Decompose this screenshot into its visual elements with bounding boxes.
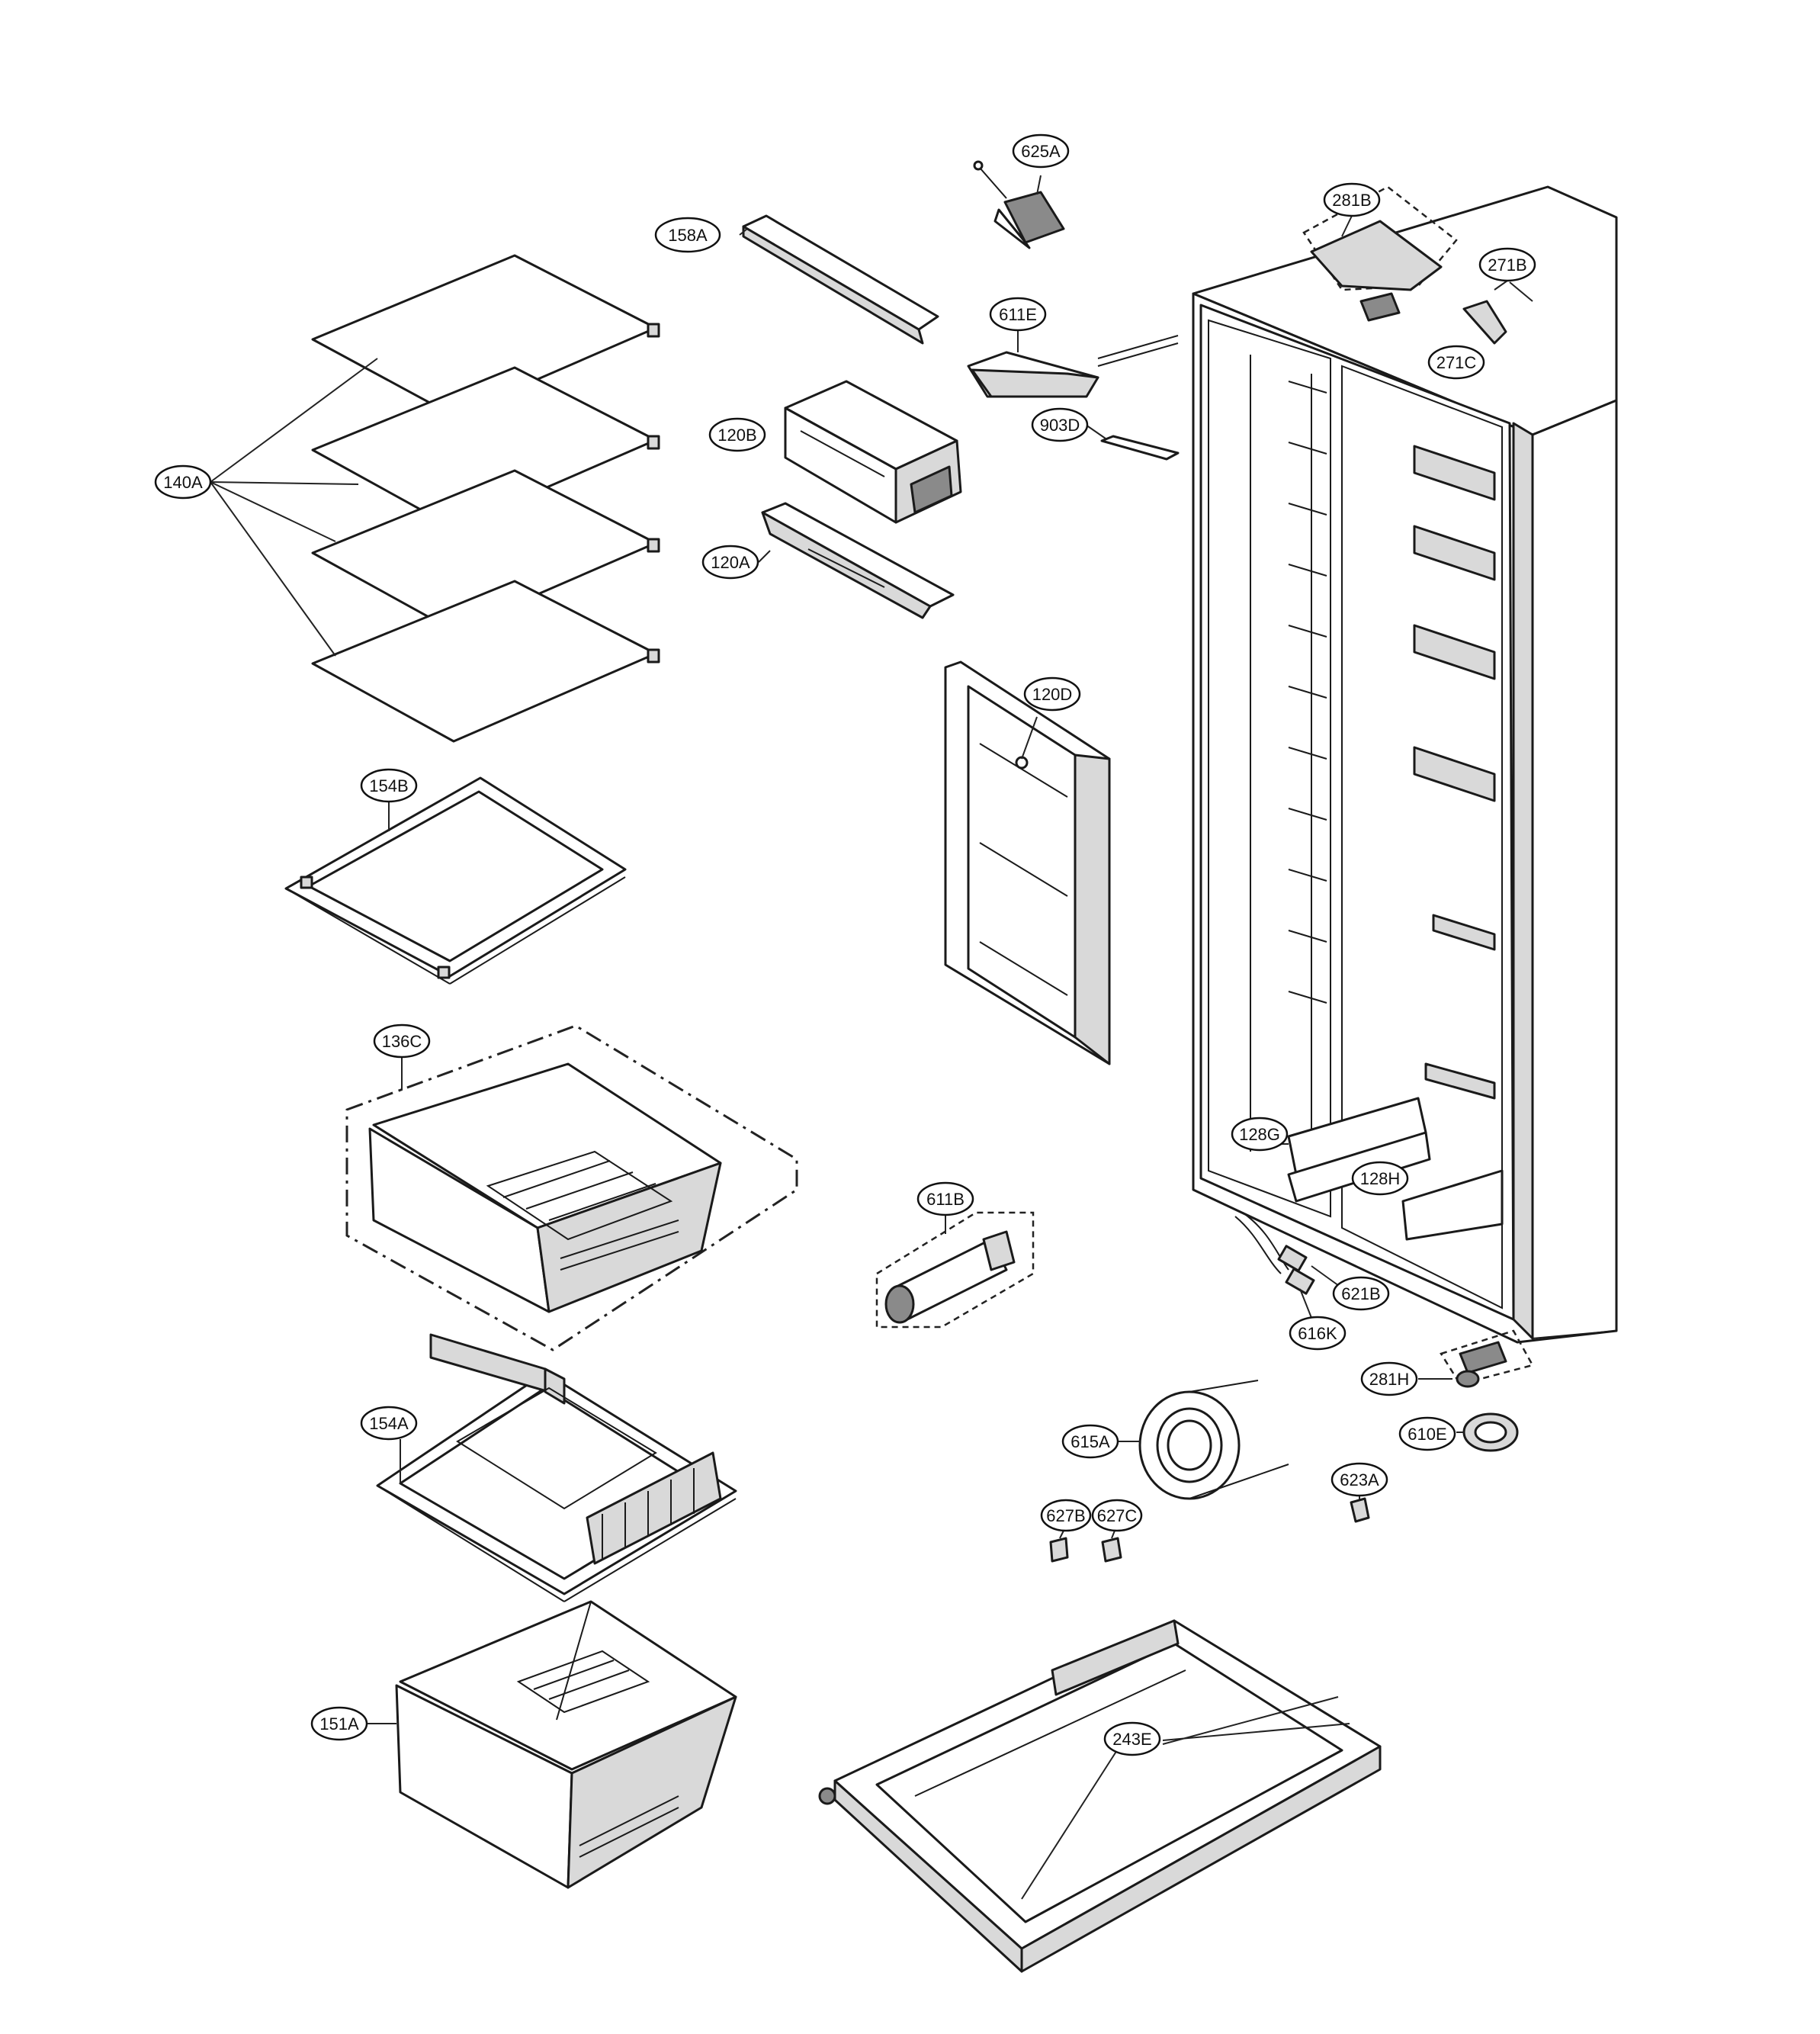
callout-128G[interactable]: 128G (1231, 1117, 1289, 1152)
svg-text:158A: 158A (668, 226, 708, 245)
callout-271B[interactable]: 271B (1478, 247, 1536, 282)
svg-text:903D: 903D (1040, 416, 1080, 435)
glass-shelves-140A (210, 254, 660, 743)
svg-text:616K: 616K (1298, 1324, 1337, 1343)
svg-text:151A: 151A (319, 1714, 359, 1734)
callout-627B[interactable]: 627B (1040, 1499, 1092, 1532)
water-filter-611B (875, 1211, 1035, 1329)
callout-621B[interactable]: 621B (1332, 1276, 1390, 1311)
plate-903D (1085, 424, 1180, 461)
svg-text:625A: 625A (1021, 142, 1061, 161)
svg-text:627C: 627C (1097, 1506, 1138, 1525)
glass-shelf-2 (311, 366, 660, 529)
callout-611B[interactable]: 611B (916, 1181, 974, 1216)
svg-text:154B: 154B (369, 776, 408, 795)
callout-243E[interactable]: 243E (1103, 1721, 1161, 1756)
svg-text:627B: 627B (1046, 1506, 1085, 1525)
callout-154A[interactable]: 154A (360, 1406, 418, 1441)
water-hoses (1234, 1212, 1315, 1295)
door-panel-120D (944, 660, 1111, 1065)
svg-text:120A: 120A (711, 553, 750, 572)
callout-120D[interactable]: 120D (1023, 676, 1081, 712)
callout-271C[interactable]: 271C (1427, 345, 1485, 380)
freezer-rails (1288, 381, 1327, 1004)
svg-text:128H: 128H (1360, 1169, 1401, 1188)
svg-text:243E: 243E (1112, 1730, 1151, 1749)
drawer-cover-154A (376, 1333, 737, 1602)
door-bins (1413, 445, 1496, 1100)
bracket-120A (758, 502, 955, 619)
svg-text:615A: 615A (1070, 1432, 1110, 1451)
valve-611E (967, 329, 1179, 398)
glass-shelf-1 (311, 254, 660, 417)
callout-281B[interactable]: 281B (1323, 182, 1381, 217)
clip-627B (1049, 1530, 1069, 1563)
svg-text:611E: 611E (999, 305, 1037, 324)
refrigerator-cabinet (1192, 185, 1618, 1344)
svg-text:120B: 120B (717, 426, 756, 445)
clip-627C (1101, 1530, 1122, 1563)
callout-154B[interactable]: 154B (360, 768, 418, 803)
callout-140A[interactable]: 140A (154, 464, 212, 500)
callout-136C[interactable]: 136C (373, 1023, 431, 1059)
svg-text:281B: 281B (1332, 191, 1371, 210)
clip-623A (1350, 1495, 1370, 1523)
tubing-coil-615A (1119, 1380, 1289, 1500)
callout-281H[interactable]: 281H (1360, 1361, 1418, 1396)
callout-616K[interactable]: 616K (1289, 1316, 1347, 1351)
ice-maker-120B (784, 380, 962, 524)
callout-158A[interactable]: 158A (654, 217, 721, 253)
callout-labels: 625A 158A 281B 271B 611E 271C 903D 120B … (154, 133, 1536, 1756)
callout-625A[interactable]: 625A (1012, 133, 1070, 169)
rail-158A (739, 214, 939, 345)
tray-243E (818, 1619, 1382, 1973)
callout-627C[interactable]: 627C (1091, 1499, 1143, 1532)
callout-610E[interactable]: 610E (1398, 1416, 1456, 1451)
svg-text:281H: 281H (1369, 1370, 1410, 1389)
callout-615A[interactable]: 615A (1061, 1424, 1119, 1459)
svg-text:611B: 611B (926, 1190, 965, 1209)
svg-text:128G: 128G (1239, 1125, 1280, 1144)
callout-120B[interactable]: 120B (708, 417, 766, 452)
bracket-281H (1418, 1329, 1534, 1388)
glass-shelf-3 (311, 469, 660, 632)
callout-903D[interactable]: 903D (1031, 407, 1089, 442)
callout-151A[interactable]: 151A (310, 1706, 368, 1741)
cover-625A (973, 160, 1065, 249)
callout-611E[interactable]: 611E (989, 297, 1047, 332)
callout-120A[interactable]: 120A (701, 545, 759, 580)
glass-shelf-4 (311, 580, 660, 743)
svg-text:271C: 271C (1436, 353, 1477, 372)
svg-text:610E: 610E (1408, 1425, 1446, 1444)
svg-text:271B: 271B (1488, 255, 1526, 275)
callout-128H[interactable]: 128H (1351, 1161, 1409, 1196)
grommet-610E (1456, 1412, 1519, 1452)
svg-text:154A: 154A (369, 1414, 409, 1433)
crisper-drawer-136C (345, 1024, 798, 1351)
bottom-drawer-151A (367, 1600, 737, 1889)
svg-text:621B: 621B (1341, 1284, 1380, 1303)
callout-623A[interactable]: 623A (1330, 1462, 1388, 1497)
svg-text:140A: 140A (163, 473, 203, 492)
svg-text:120D: 120D (1032, 685, 1073, 704)
shelf-frame-154B (284, 776, 627, 985)
svg-text:136C: 136C (382, 1032, 422, 1051)
svg-text:623A: 623A (1340, 1470, 1379, 1489)
